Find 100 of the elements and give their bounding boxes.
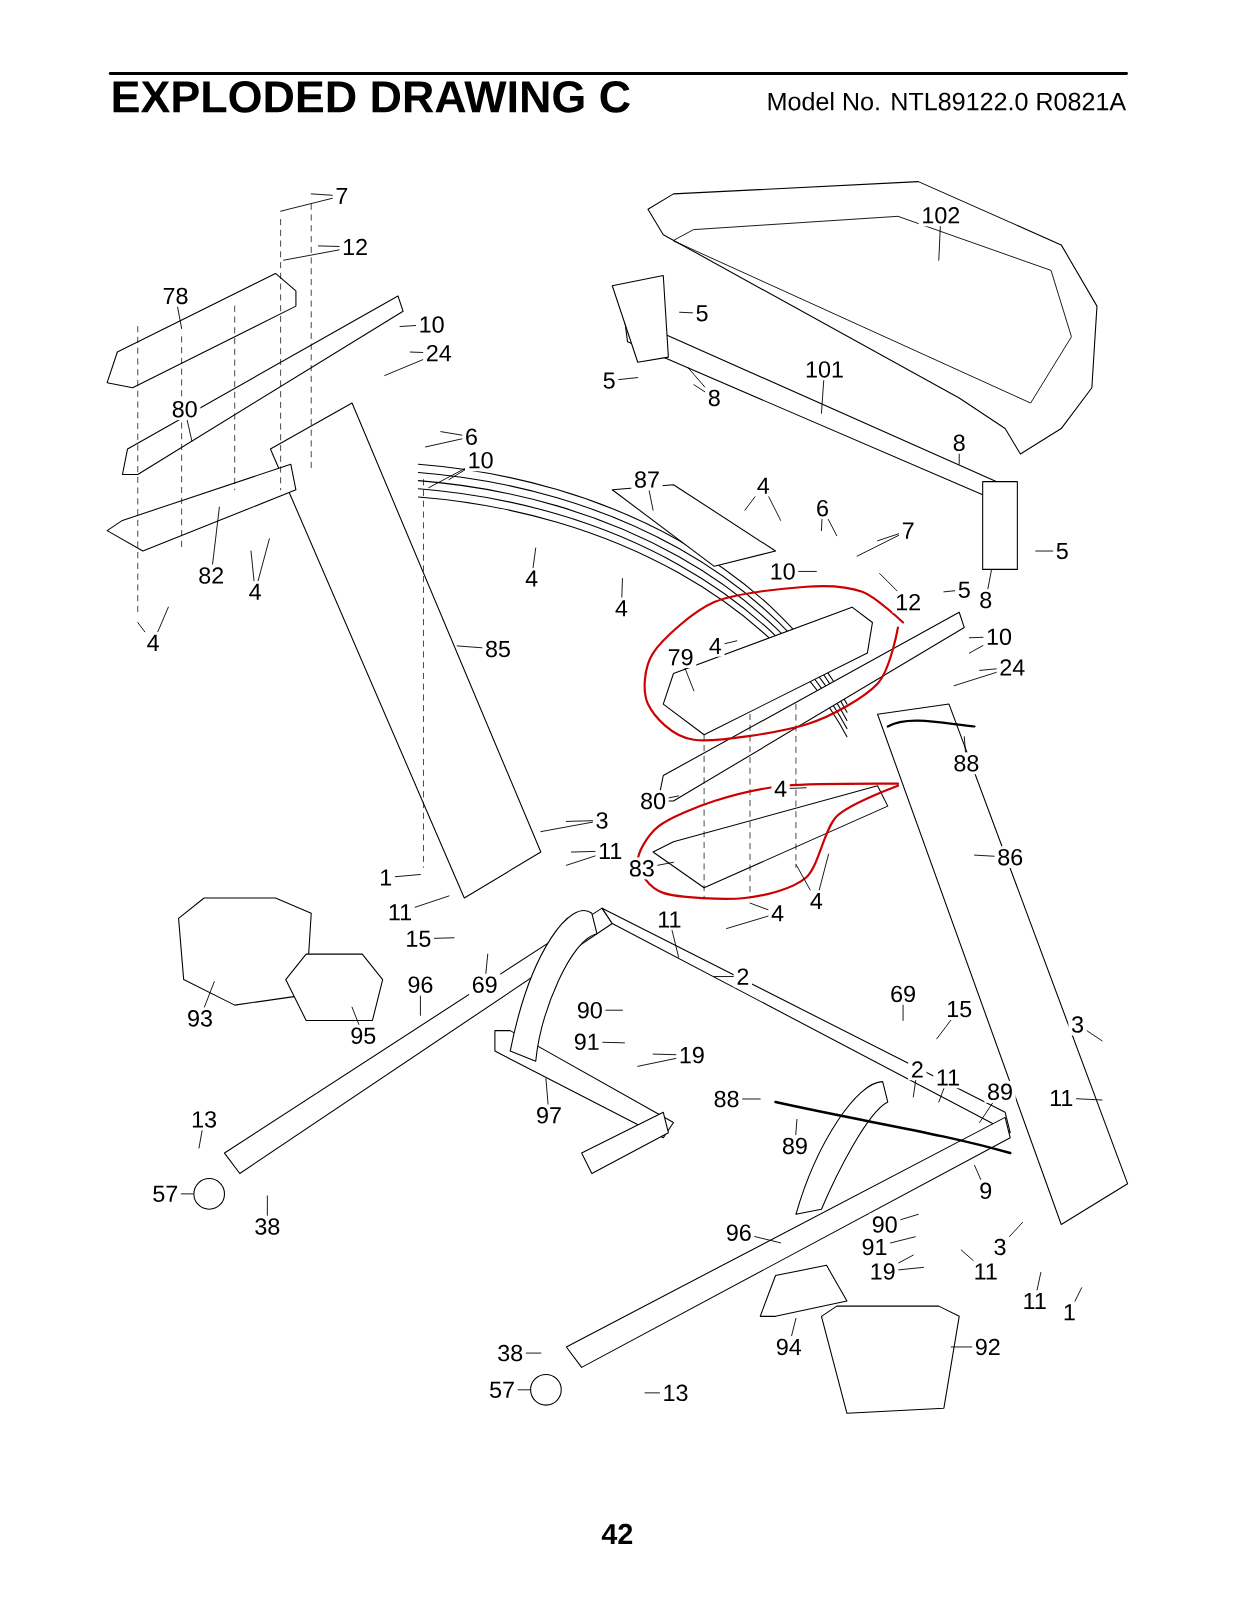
leader-line [257, 538, 270, 582]
callout-number: 24 [423, 342, 455, 364]
leader-line [879, 573, 898, 592]
callout-number: 13 [660, 1381, 692, 1404]
callout-number: 97 [533, 1104, 565, 1127]
leader-line [890, 1236, 916, 1244]
callout-number: 95 [347, 1024, 380, 1047]
leader-line [744, 496, 756, 511]
wheel [530, 1373, 562, 1406]
callout-number: 4 [522, 567, 541, 590]
leader-line [679, 311, 694, 314]
callout-number: 88 [950, 752, 983, 775]
leader-line [724, 640, 738, 645]
callout-number: 15 [402, 927, 435, 950]
callout-number: 88 [711, 1088, 743, 1110]
leader-line [1086, 1030, 1103, 1042]
leader-line [1076, 1098, 1103, 1101]
leader-line [714, 976, 734, 977]
leader-line [157, 606, 169, 633]
leader-line [821, 519, 823, 532]
leader-line [186, 420, 193, 442]
page-number: 42 [601, 1523, 633, 1544]
callout-number: 86 [994, 846, 1026, 869]
callout-number: 57 [486, 1379, 518, 1401]
callout-number: 79 [665, 646, 697, 669]
callout-number: 91 [571, 1030, 603, 1053]
leader-line [964, 736, 967, 753]
callout-number: 11 [971, 1260, 1001, 1283]
leader-line [318, 245, 340, 247]
leader-line [657, 861, 675, 866]
leader-line [637, 1058, 677, 1067]
leader-line [789, 787, 807, 789]
callout-number: 7 [332, 185, 352, 207]
callout-number: 89 [779, 1135, 811, 1157]
leader-line [448, 469, 466, 481]
callout-number: 5 [1053, 540, 1072, 562]
leader-line [212, 506, 220, 565]
callout-number: 15 [943, 998, 975, 1020]
callout-number: 12 [892, 591, 924, 613]
leader-line [425, 438, 463, 448]
leader-line [485, 953, 489, 974]
callout-number: 94 [773, 1336, 805, 1358]
leader-line [943, 590, 956, 593]
callout-number: 2 [733, 965, 753, 988]
leader-line [950, 1346, 973, 1348]
callout-number: 2 [908, 1058, 927, 1081]
callout-number: 19 [676, 1044, 708, 1067]
callout-number: 80 [169, 398, 201, 421]
callout-number: 80 [637, 790, 669, 812]
leader-line [958, 453, 960, 465]
callout-number: 10 [465, 449, 497, 472]
leader-line [1036, 1272, 1042, 1291]
callout-number: 3 [593, 809, 612, 832]
callout-number: 96 [723, 1221, 755, 1244]
callout-number: 87 [631, 468, 663, 491]
callout-number: 11 [933, 1066, 963, 1089]
callout-number: 89 [984, 1080, 1016, 1103]
page-title: EXPLODED DRAWING C [113, 80, 630, 113]
leader-line [566, 820, 594, 822]
leader-line [969, 645, 984, 654]
leader-line [726, 915, 769, 930]
leader-line [648, 490, 654, 511]
leader-line [828, 519, 838, 537]
leader-line [456, 645, 483, 649]
leader-line [440, 431, 463, 436]
leader-line [644, 1392, 661, 1394]
leader-line [791, 1317, 797, 1337]
callout-number: 57 [149, 1183, 182, 1205]
callout-number: 69 [469, 973, 501, 996]
callout-number: 93 [184, 1007, 216, 1030]
callout-number: 78 [160, 284, 192, 307]
leader-line [671, 930, 680, 958]
callout-number: 11 [595, 840, 626, 862]
leader-line [795, 863, 811, 891]
callout-number: 1 [1060, 1301, 1079, 1323]
leader-line [434, 937, 455, 939]
leader-line [181, 1193, 194, 1195]
leader-line [742, 1098, 761, 1100]
callout-number: 4 [246, 581, 265, 603]
callout-number: 12 [339, 236, 371, 258]
callout-number: 85 [482, 638, 514, 660]
callout-number: 10 [416, 313, 448, 336]
leader-line [953, 671, 997, 687]
leader-line [938, 226, 941, 261]
leader-line [414, 895, 450, 908]
leader-line [571, 850, 596, 853]
callout-number: 5 [693, 302, 712, 325]
leader-line [912, 1080, 917, 1098]
leader-line [605, 1009, 624, 1011]
leader-line [979, 1102, 994, 1123]
leader-line [310, 193, 333, 196]
leader-line [979, 668, 997, 671]
leader-line [938, 1088, 945, 1103]
callout-number: 82 [195, 564, 228, 587]
callout-number: 3 [991, 1236, 1010, 1258]
callout-number: 5 [955, 579, 974, 601]
callout-number: 11 [385, 901, 415, 923]
leader-line [267, 1195, 268, 1216]
callout-number: 69 [887, 982, 919, 1005]
callout-number: 1 [376, 866, 396, 889]
